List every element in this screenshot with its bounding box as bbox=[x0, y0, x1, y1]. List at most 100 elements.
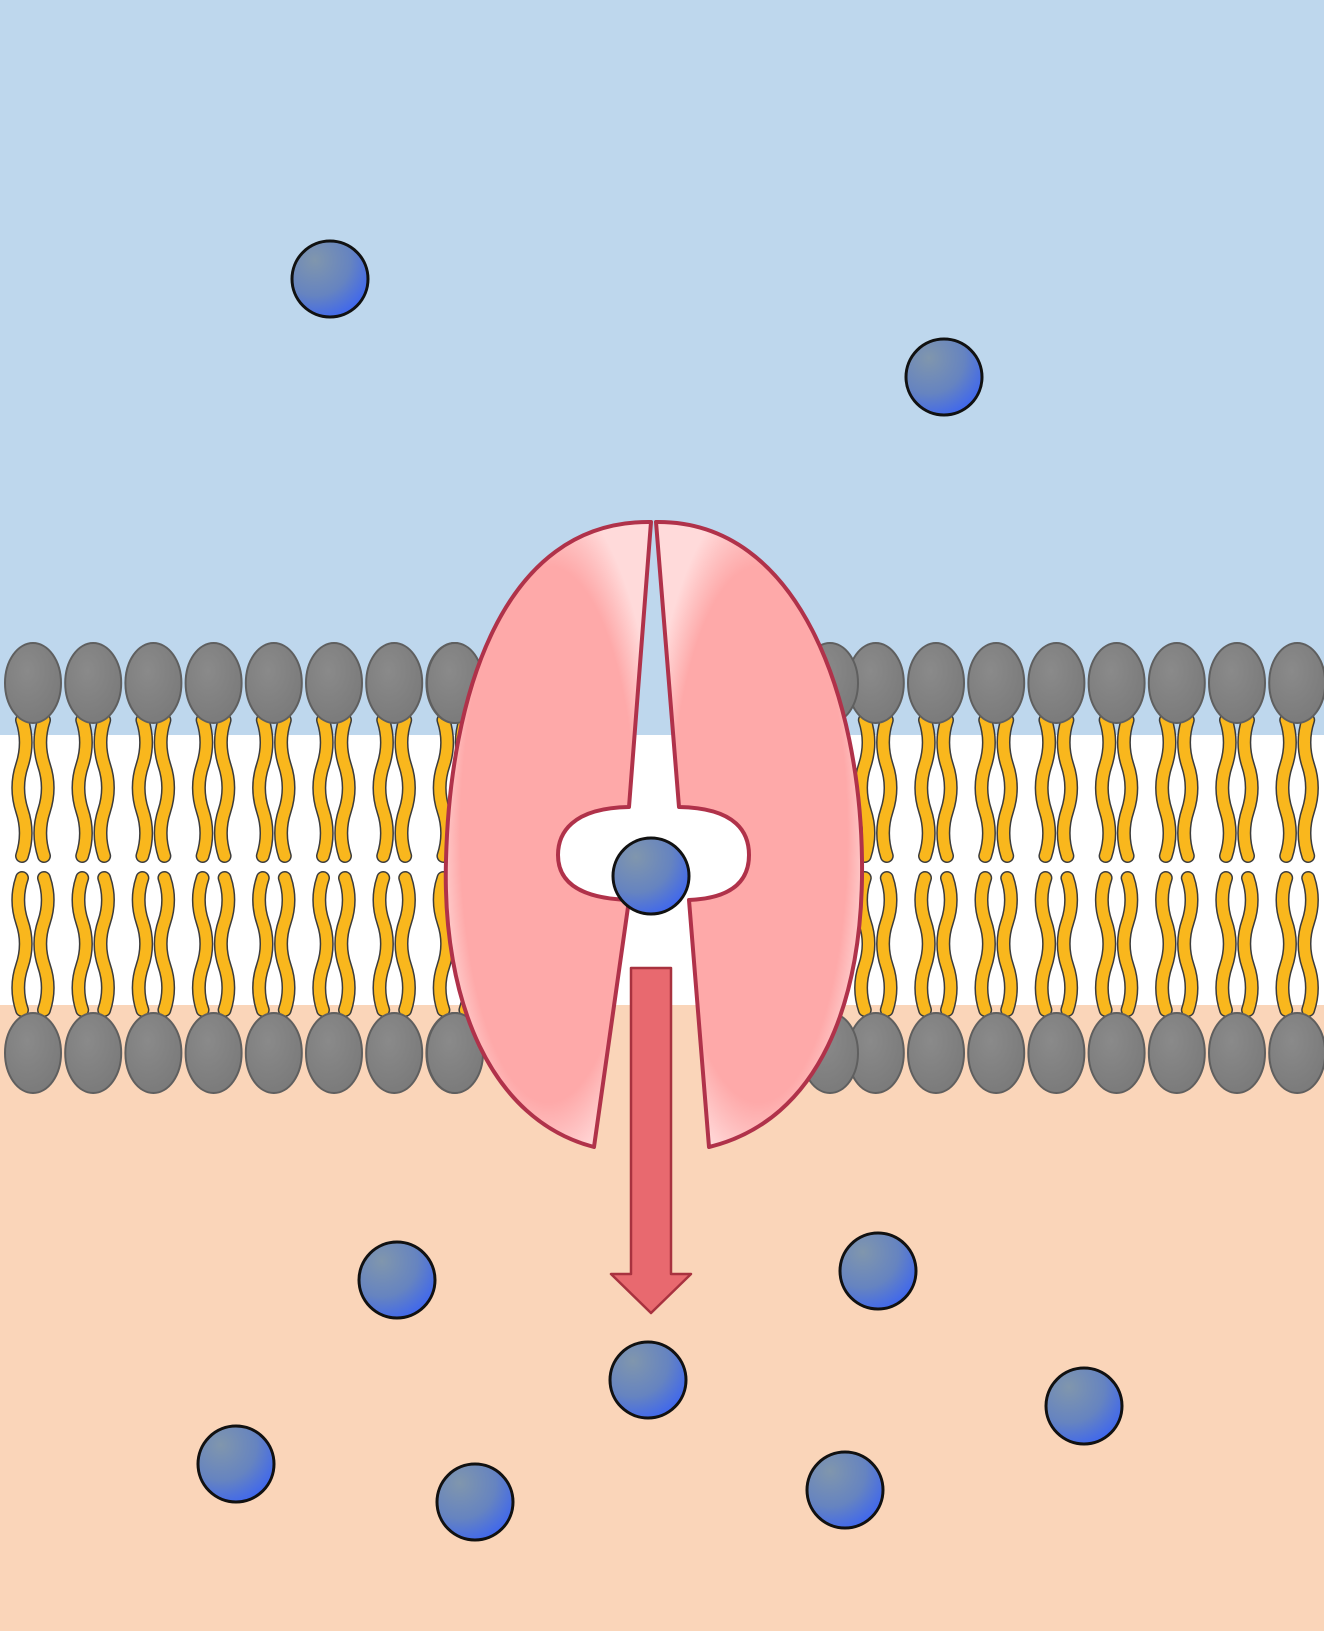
lipid-tail-fill bbox=[1036, 714, 1055, 862]
lipid-tail-fill bbox=[335, 872, 355, 1016]
lipid-tail-fill bbox=[975, 714, 995, 862]
lipid-tail-fill bbox=[253, 714, 273, 862]
lipid-tail-fill bbox=[1216, 714, 1236, 862]
lipid-tail-fill bbox=[1118, 714, 1137, 862]
lipid-tail-fill bbox=[1238, 714, 1258, 862]
lipid-tail-fill bbox=[997, 714, 1017, 862]
lipid-tail-fill bbox=[275, 872, 295, 1016]
lipid-head-outer bbox=[64, 642, 123, 724]
solute-molecules bbox=[196, 239, 1124, 1542]
lipid-tail-fill bbox=[1156, 872, 1176, 1016]
lipid-tail-fill bbox=[434, 872, 453, 1016]
lipid-tail-fill bbox=[1276, 714, 1296, 862]
lipid-tail-fill bbox=[1298, 872, 1318, 1016]
lipid-tail-fill bbox=[937, 872, 957, 1016]
lipid-tail-fill bbox=[1276, 872, 1296, 1016]
lipid-head-inner bbox=[967, 1012, 1026, 1094]
lipid-tail-fill bbox=[1238, 872, 1258, 1016]
lipid-tail-fill bbox=[1178, 872, 1198, 1016]
lipid-tail-fill bbox=[915, 714, 935, 862]
lipid-head-inner bbox=[1147, 1012, 1206, 1094]
lipid-tail-fill bbox=[395, 714, 415, 862]
solute-molecule-cytoplasm bbox=[1044, 1366, 1124, 1446]
lipid-tail-fill bbox=[937, 714, 957, 862]
lipid-tail-fill bbox=[373, 714, 393, 862]
lipid-head-inner bbox=[1268, 1012, 1324, 1094]
solute-molecule-extracellular bbox=[904, 337, 984, 417]
lipid-tail-fill bbox=[94, 872, 114, 1016]
lipid-head-outer bbox=[305, 642, 363, 724]
lipid-tail-fill bbox=[1058, 714, 1077, 862]
solute-molecule-cytoplasm bbox=[435, 1462, 515, 1542]
transport-direction-arrow bbox=[609, 966, 693, 1315]
extracellular-region bbox=[0, 0, 1324, 735]
lipid-tail-fill bbox=[335, 714, 355, 862]
solute-molecule-cytoplasm bbox=[196, 1424, 276, 1504]
lipid-tail-fill bbox=[373, 872, 393, 1016]
lipid-tail-fill bbox=[1096, 714, 1115, 862]
lipid-tail-fill bbox=[997, 872, 1017, 1016]
lipid-head-inner bbox=[1087, 1012, 1146, 1094]
lipid-tail-fill bbox=[975, 872, 995, 1016]
lipid-tail-fill bbox=[313, 872, 333, 1016]
lipid-head-inner bbox=[1027, 1012, 1086, 1094]
lipid-head-inner bbox=[64, 1012, 123, 1094]
lipid-tail-fill bbox=[1058, 872, 1077, 1016]
lipid-tail-fill bbox=[34, 714, 54, 862]
lipid-head-outer bbox=[907, 642, 965, 724]
carrier-protein-body bbox=[654, 519, 865, 1149]
lipid-tail-fill bbox=[155, 714, 174, 862]
lipid-tail-fill bbox=[915, 872, 935, 1016]
lipid-head-outer bbox=[184, 642, 243, 724]
lipid-head-outer bbox=[1268, 642, 1324, 724]
lipid-tail-fill bbox=[395, 872, 415, 1016]
lipid-tail-fill bbox=[34, 872, 54, 1016]
lipid-tail-fill bbox=[1118, 872, 1137, 1016]
lipid-tail-fill bbox=[215, 872, 234, 1016]
channel-protein bbox=[443, 519, 865, 1149]
lipid-head-outer bbox=[365, 642, 424, 724]
lipid-tail-fill bbox=[133, 872, 152, 1016]
lipid-tail-fill bbox=[72, 714, 92, 862]
lipid-tail-fill bbox=[1096, 872, 1115, 1016]
lipid-head-outer bbox=[1208, 642, 1266, 724]
lipid-tail-fill bbox=[1216, 872, 1236, 1016]
lipid-head-outer bbox=[244, 642, 303, 724]
lipid-tail-fill bbox=[1178, 714, 1198, 862]
lipid-tail-fill bbox=[313, 714, 333, 862]
lipid-tail-fill bbox=[877, 714, 897, 862]
carrier-protein-body bbox=[443, 519, 653, 1149]
solute-molecule-extracellular bbox=[290, 239, 370, 319]
lipid-tail-fill bbox=[215, 714, 234, 862]
lipid-head-inner bbox=[184, 1012, 243, 1094]
lipid-head-inner bbox=[305, 1012, 363, 1094]
lipid-head-inner bbox=[1208, 1012, 1266, 1094]
lipid-head-outer bbox=[1087, 642, 1146, 724]
lipid-tail-fill bbox=[253, 872, 273, 1016]
solute-molecule-bound bbox=[611, 836, 691, 916]
lipid-tail-fill bbox=[12, 714, 32, 862]
solute-molecule-cytoplasm bbox=[838, 1231, 918, 1311]
lipid-tail-fill bbox=[1156, 714, 1176, 862]
lipid-head-outer bbox=[1027, 642, 1086, 724]
lipid-tail-fill bbox=[72, 872, 92, 1016]
lipid-tail-fill bbox=[877, 872, 897, 1016]
lipid-tail-fill bbox=[1036, 872, 1055, 1016]
lipid-tail-fill bbox=[855, 714, 875, 862]
lipid-head-outer bbox=[124, 642, 183, 724]
lipid-head-outer bbox=[1147, 642, 1206, 724]
lipid-tail-fill bbox=[193, 714, 212, 862]
solute-molecule-cytoplasm bbox=[805, 1450, 885, 1530]
lipid-tail-fill bbox=[94, 714, 114, 862]
lipid-tail-fill bbox=[1298, 714, 1318, 862]
lipid-tail-fill bbox=[133, 714, 152, 862]
lipid-head-outer bbox=[4, 642, 62, 724]
lipid-head-inner bbox=[365, 1012, 424, 1094]
lipid-tail-fill bbox=[12, 872, 32, 1016]
lipid-head-outer bbox=[967, 642, 1026, 724]
lipid-tail-fill bbox=[155, 872, 174, 1016]
lipid-bilayer bbox=[4, 642, 1324, 1094]
lipid-tail-fill bbox=[193, 872, 212, 1016]
lipid-head-inner bbox=[124, 1012, 183, 1094]
